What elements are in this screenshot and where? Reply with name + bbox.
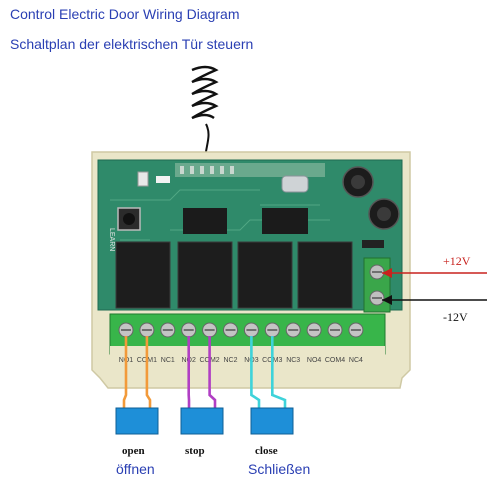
- terminal-label: NC1: [161, 357, 175, 364]
- terminal-screw: [181, 322, 197, 338]
- terminal-label: NC4: [349, 357, 363, 364]
- chip-ic: [262, 208, 308, 234]
- terminal-screw: [285, 322, 301, 338]
- open-button[interactable]: [115, 407, 159, 435]
- title-german: Schaltplan der elektrischen Tür steuern: [10, 36, 254, 52]
- terminal-screw: [348, 322, 364, 338]
- open-label-german: öffnen: [116, 461, 155, 477]
- button-wire: [122, 336, 128, 408]
- led: [137, 171, 149, 187]
- stop-label: stop: [185, 445, 205, 457]
- button-wire: [250, 336, 261, 408]
- terminal-label: NC3: [286, 357, 300, 364]
- plus-12v-label: +12V: [443, 254, 471, 268]
- learn-label: LEARN: [108, 228, 115, 251]
- terminal-label: COM4: [325, 357, 345, 364]
- chip-ic: [183, 208, 227, 234]
- open-label: open: [122, 445, 145, 457]
- terminal-screw: [118, 322, 134, 338]
- relay-2: [177, 241, 233, 309]
- terminal-label: NC2: [223, 357, 237, 364]
- terminal-screw: [243, 322, 259, 338]
- relays: [115, 241, 353, 309]
- terminal-screw: [160, 322, 176, 338]
- relay-4: [297, 241, 353, 309]
- crystal: [281, 175, 309, 193]
- minus-12v-label: -12V: [443, 310, 468, 324]
- close-label-german: Schließen: [248, 461, 311, 477]
- terminal-screw: [223, 322, 238, 338]
- terminal-screw: [202, 322, 218, 338]
- button-wire: [208, 336, 217, 408]
- terminal-screw: [139, 322, 155, 338]
- stop-button[interactable]: [180, 407, 224, 435]
- close-button[interactable]: [250, 407, 294, 435]
- button-wire: [271, 336, 287, 408]
- terminal-label: NO4: [307, 357, 322, 364]
- button-wire: [145, 336, 152, 408]
- diode: [362, 240, 384, 248]
- relay-1: [115, 241, 171, 309]
- title-english: Control Electric Door Wiring Diagram: [10, 6, 240, 22]
- terminal-screw: [306, 322, 322, 338]
- terminal-screw: [264, 322, 280, 338]
- terminal-screw: [327, 322, 343, 338]
- relay-3: [237, 241, 293, 309]
- close-label: close: [255, 445, 278, 457]
